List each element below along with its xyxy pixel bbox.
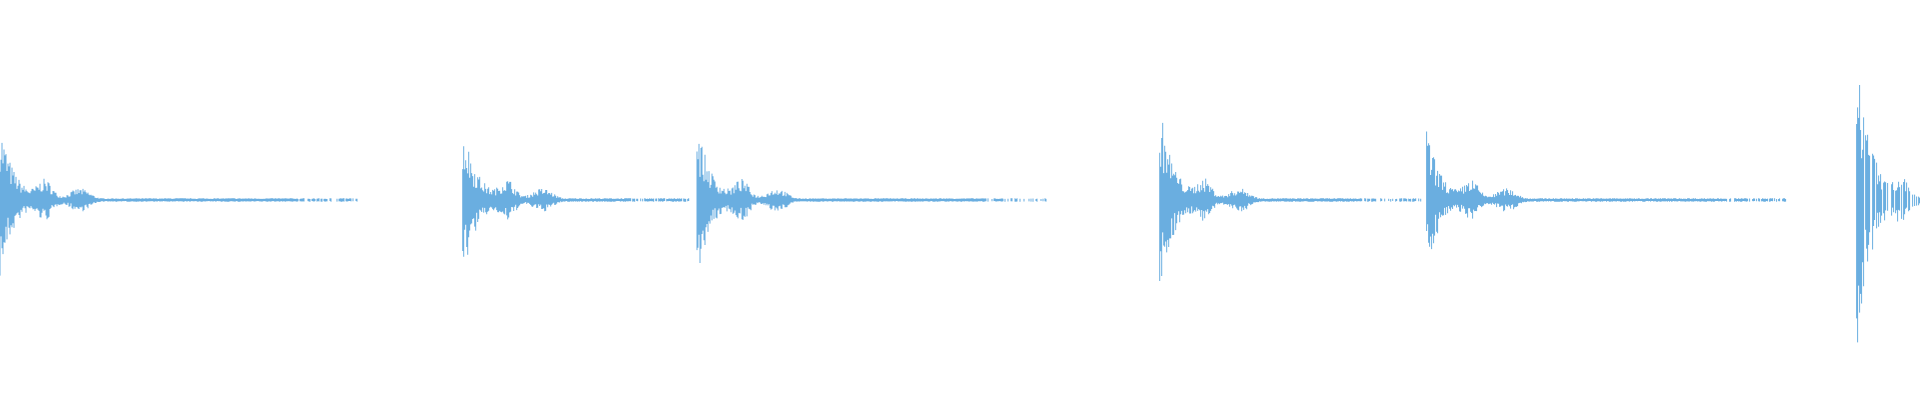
waveform-path-group — [0, 85, 1920, 343]
waveform-hit-2 — [462, 146, 690, 257]
waveform-hit-3 — [696, 143, 1047, 263]
waveform-hit-4 — [1159, 122, 1422, 281]
waveform-hit-5 — [1426, 131, 1787, 250]
waveform-hit-6 — [1856, 85, 1920, 343]
waveform-hit-1 — [0, 142, 358, 276]
